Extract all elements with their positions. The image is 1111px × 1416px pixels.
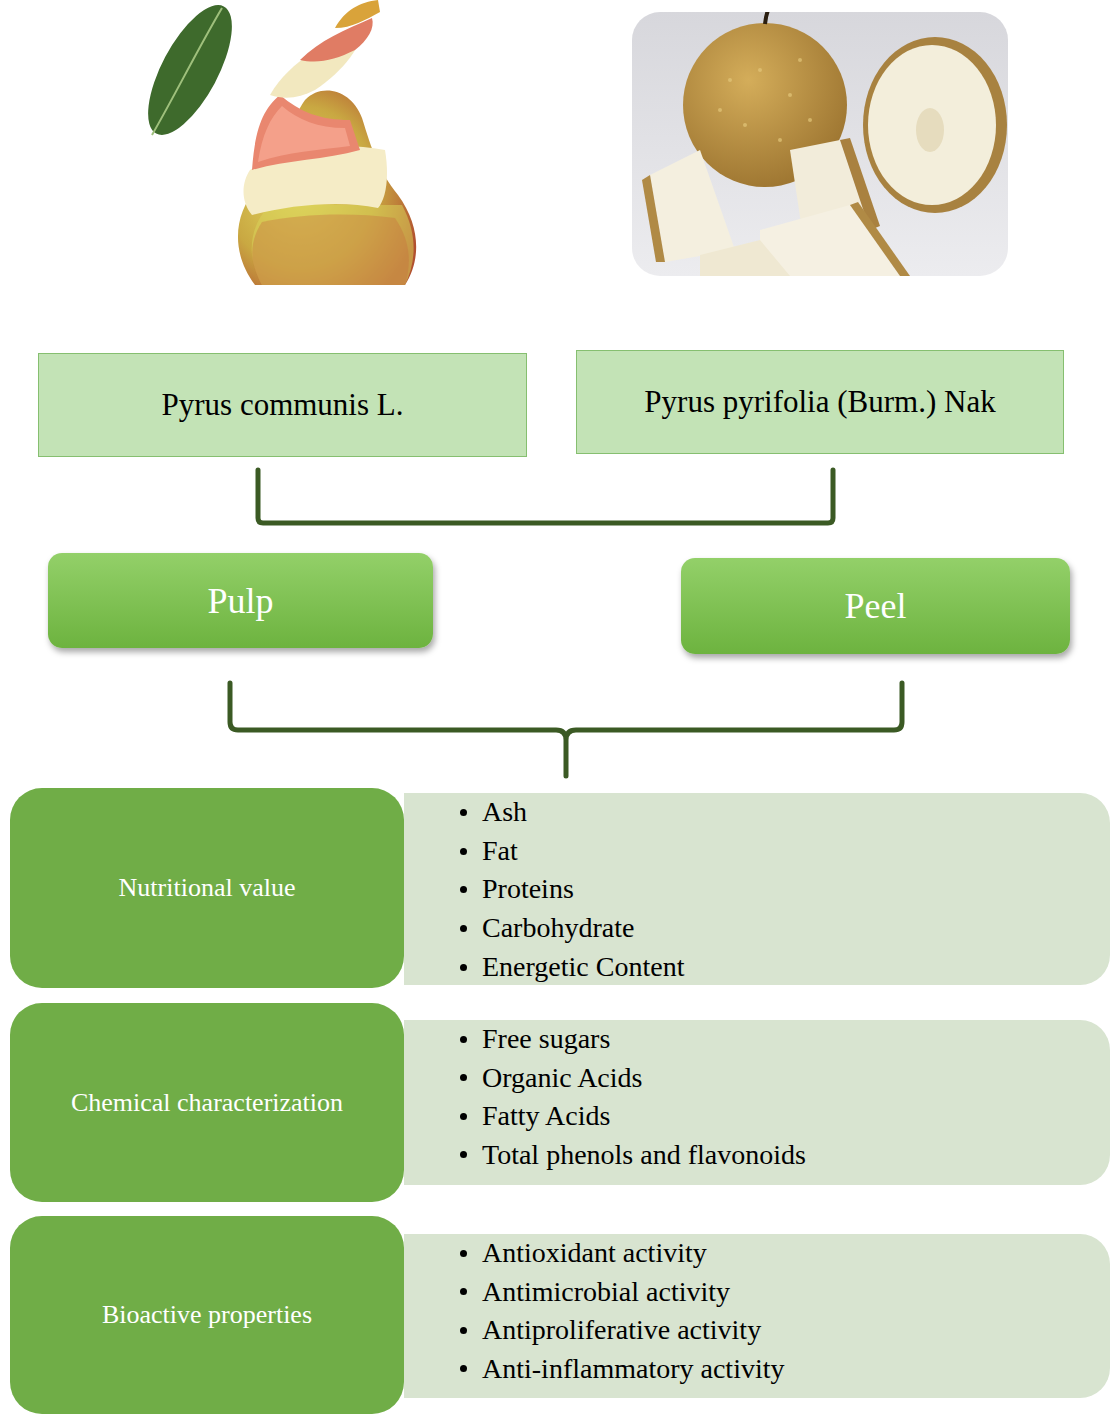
list-item-text: Proteins: [482, 870, 574, 909]
list-item-text: Fat: [482, 832, 518, 871]
list-item-text: Antioxidant activity: [482, 1234, 707, 1273]
bullet-dot: [460, 964, 467, 971]
list-item-text: Anti-inflammatory activity: [482, 1350, 784, 1389]
list-box: Free sugarsOrganic AcidsFatty AcidsTotal…: [404, 1020, 1110, 1185]
list-row: Antimicrobial activity: [460, 1273, 730, 1312]
list-row: Ash: [460, 793, 527, 832]
list-row: Total phenols and flavonoids: [460, 1136, 806, 1175]
box-label: Pulp: [207, 580, 273, 622]
list-item-text: Free sugars: [482, 1020, 610, 1059]
pear-illustration: [131, 0, 416, 285]
list-row: Proteins: [460, 870, 574, 909]
box-label: Pyrus communis L.: [162, 387, 404, 423]
bullet-dot: [460, 925, 467, 932]
list-row: Antiproliferative activity: [460, 1311, 761, 1350]
list-row: Fat: [460, 832, 518, 871]
part-box: Peel: [681, 558, 1070, 654]
list-row: Energetic Content: [460, 948, 684, 987]
list-item-text: Total phenols and flavonoids: [482, 1136, 806, 1175]
species-box: Pyrus pyrifolia (Burm.) Nak: [576, 350, 1064, 454]
bullet-dot: [460, 1288, 467, 1295]
category-box: Chemical characterization: [10, 1003, 404, 1202]
bullet-dot: [460, 1365, 467, 1372]
list-item-text: Ash: [482, 793, 527, 832]
list-item-text: Fatty Acids: [482, 1097, 610, 1136]
box-label: Peel: [845, 585, 907, 627]
bullet-dot: [460, 1113, 467, 1120]
bullet-dot: [460, 809, 467, 816]
part-box: Pulp: [48, 553, 433, 648]
list-row: Free sugars: [460, 1020, 610, 1059]
bullet-dot: [460, 886, 467, 893]
box-label: Pyrus pyrifolia (Burm.) Nak: [644, 384, 995, 420]
list-item-text: Antimicrobial activity: [482, 1273, 730, 1312]
list-row: Carbohydrate: [460, 909, 634, 948]
category-box: Bioactive properties: [10, 1216, 404, 1414]
bullet-dot: [460, 1151, 467, 1158]
list-row: Organic Acids: [460, 1059, 642, 1098]
box-label: Chemical characterization: [71, 1088, 343, 1118]
bullet-dot: [460, 1250, 467, 1257]
box-label: Bioactive properties: [102, 1300, 312, 1330]
species-box: Pyrus communis L.: [38, 353, 527, 457]
nashi-photo: [632, 12, 1008, 276]
list-box: Antioxidant activityAntimicrobial activi…: [404, 1234, 1110, 1398]
species-bracket: [258, 470, 833, 523]
list-row: Antioxidant activity: [460, 1234, 707, 1273]
list-item-text: Energetic Content: [482, 948, 684, 987]
bullet-dot: [460, 1036, 467, 1043]
list-item-text: Organic Acids: [482, 1059, 642, 1098]
bullet-dot: [460, 848, 467, 855]
list-item-text: Carbohydrate: [482, 909, 634, 948]
list-row: Anti-inflammatory activity: [460, 1350, 784, 1389]
box-label: Nutritional value: [119, 873, 296, 903]
category-box: Nutritional value: [10, 788, 404, 988]
list-item-text: Antiproliferative activity: [482, 1311, 761, 1350]
list-row: Fatty Acids: [460, 1097, 610, 1136]
parts-bracket: [230, 683, 902, 776]
list-box: AshFatProteinsCarbohydrateEnergetic Cont…: [404, 793, 1110, 985]
bullet-dot: [460, 1074, 467, 1081]
bullet-dot: [460, 1327, 467, 1334]
